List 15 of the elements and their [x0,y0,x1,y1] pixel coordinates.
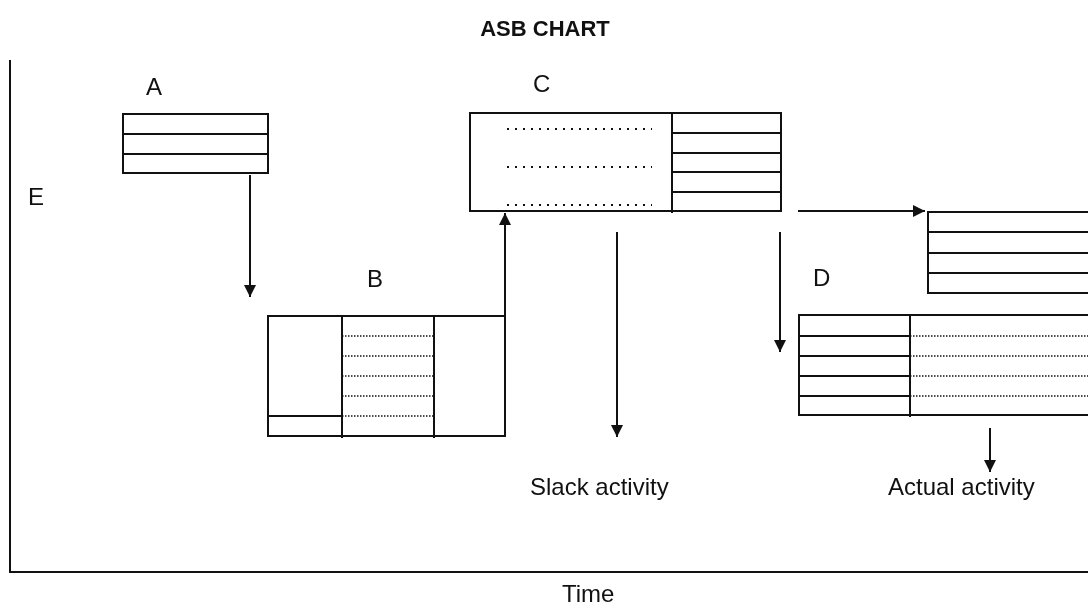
activity-caption: Actual activity [888,473,1035,501]
axis-letter: E [28,183,44,211]
arrow [774,231,786,353]
chart-title: ASB CHART [479,16,610,41]
activity-letter: A [146,73,162,101]
arrow [244,174,256,298]
axis-label: Time [562,580,615,608]
activity-letter: B [367,265,383,293]
arrow [984,427,996,473]
arrow [499,212,511,316]
activity-letter: D [813,264,831,292]
arrow [611,231,623,438]
arrow [797,205,926,217]
activity-caption: Slack activity [530,473,669,501]
activity-letter: C [533,70,551,98]
